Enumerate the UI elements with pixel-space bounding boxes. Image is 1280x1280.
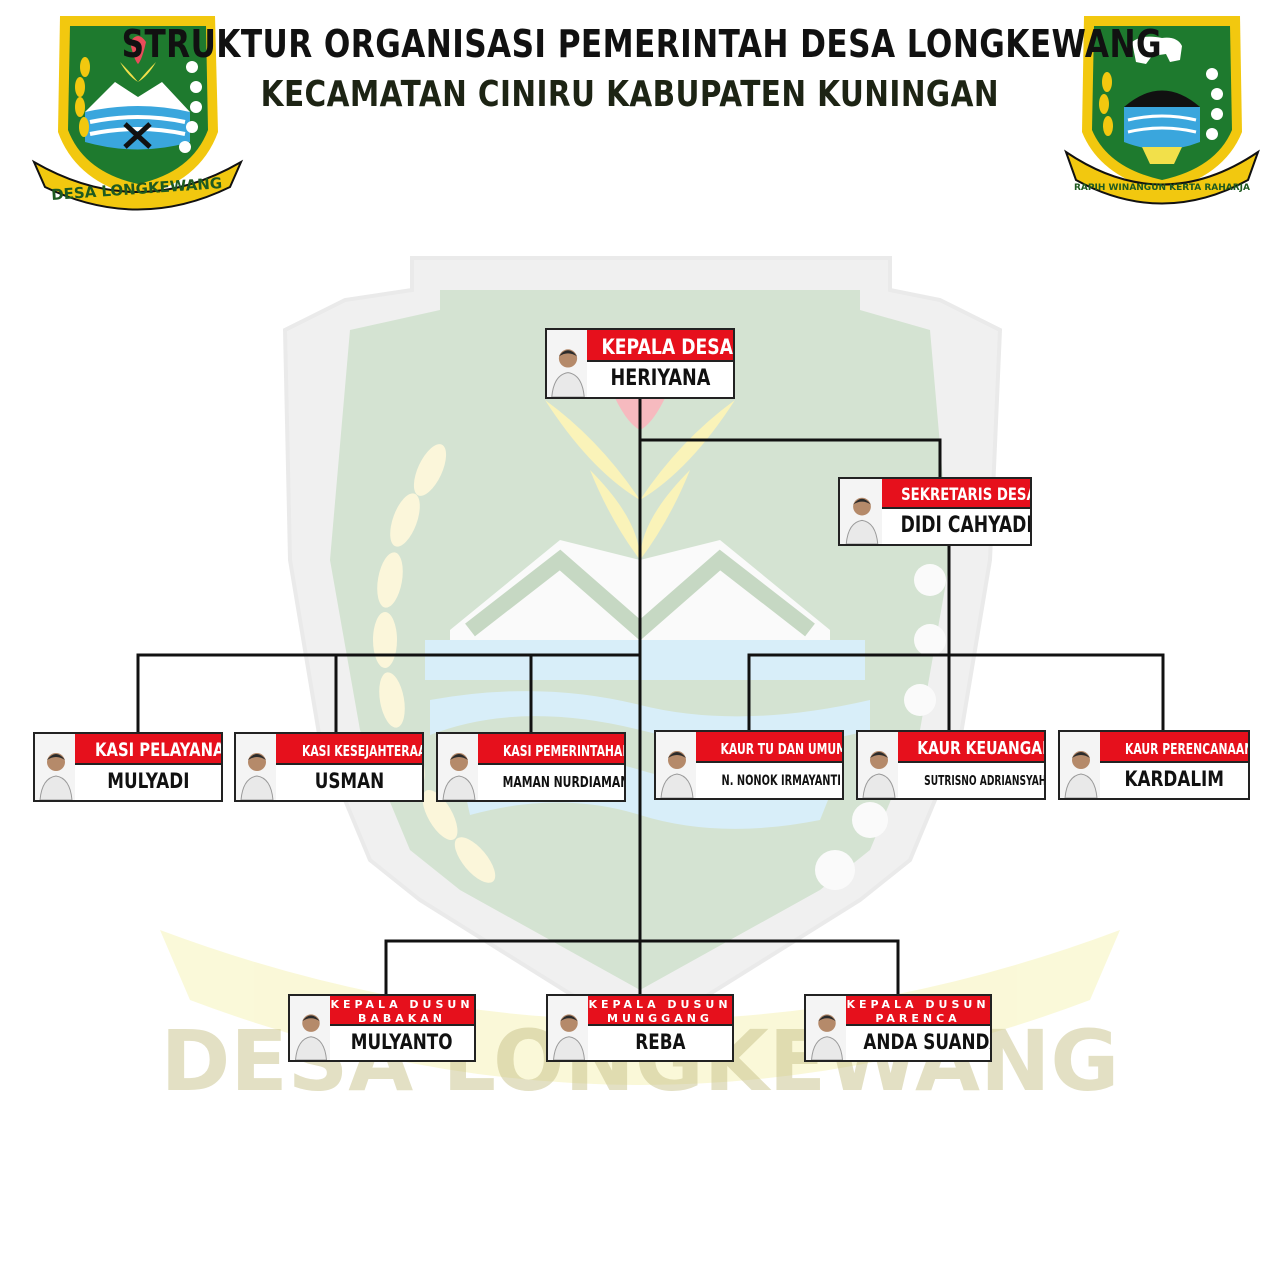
role-label: KEPALA DESA xyxy=(601,335,733,359)
org-card-kepala-desa[interactable]: KEPALA DESA HERIYANA xyxy=(545,328,735,399)
org-card-sekretaris-desa[interactable]: SEKRETARIS DESA DIDI CAHYADI xyxy=(838,477,1032,546)
person-name: REBA xyxy=(634,1030,686,1054)
person-photo-icon xyxy=(547,330,591,397)
person-name: HERIYANA xyxy=(610,366,710,391)
role-label: KAUR PERENCANAAN xyxy=(1124,740,1248,758)
role-location-label: MUNGGANG xyxy=(607,1012,713,1025)
role-label: KASI PELAYANAN xyxy=(95,739,221,761)
org-card-kepala-dusun-munggang[interactable]: KEPALA DUSUN MUNGGANG REBA xyxy=(546,994,734,1062)
org-card-kepala-dusun-babakan[interactable]: KEPALA DUSUN BABAKAN MULYANTO xyxy=(288,994,476,1062)
person-name: SUTRISNO ADRIANSYAH xyxy=(924,774,1044,789)
regency-emblem-icon: RAPIH WINANGUN KERTA RAHARJA xyxy=(1064,16,1260,205)
person-name: ANDA SUANDA xyxy=(863,1030,990,1054)
role-label: SEKRETARIS DESA xyxy=(901,485,1030,505)
person-name: MULYADI xyxy=(106,769,190,793)
org-card-kasi-pelayanan[interactable]: KASI PELAYANAN MULYADI xyxy=(33,732,223,802)
person-photo-icon xyxy=(438,734,482,800)
person-photo-icon xyxy=(236,734,280,800)
person-photo-icon xyxy=(290,996,334,1060)
chart-subtitle: KECAMATAN CINIRU KABUPATEN KUNINGAN xyxy=(260,74,999,115)
role-label: KASI PEMERINTAHAN xyxy=(502,742,624,760)
role-label: KEPALA DUSUN xyxy=(846,998,990,1011)
village-emblem-icon: DESA LONGKEWANG xyxy=(31,16,244,211)
person-name: MAMAN NURDIAMAN xyxy=(502,773,624,791)
person-photo-icon xyxy=(858,732,902,798)
org-card-kasi-kesejahteraan[interactable]: KASI KESEJAHTERAAN USMAN xyxy=(234,732,424,802)
org-card-kaur-tu-dan-umum[interactable]: KAUR TU DAN UMUM N. NONOK IRMAYANTI xyxy=(654,730,844,800)
org-card-kasi-pemerintahan[interactable]: KASI PEMERINTAHAN MAMAN NURDIAMAN xyxy=(436,732,626,802)
role-label: KEPALA DUSUN xyxy=(330,998,474,1011)
role-location-label: PARENCA xyxy=(875,1012,961,1025)
role-label: KAUR KEUANGAN xyxy=(917,738,1044,759)
right-logo-ribbon-text: RAPIH WINANGUN KERTA RAHARJA xyxy=(1074,183,1250,193)
role-location-label: BABAKAN xyxy=(357,1012,447,1025)
person-photo-icon xyxy=(656,732,700,798)
person-name: N. NONOK IRMAYANTI xyxy=(721,773,841,789)
role-label: KAUR TU DAN UMUM xyxy=(720,740,842,758)
person-name: DIDI CAHYADI xyxy=(900,513,1030,538)
org-card-kaur-perencanaan[interactable]: KAUR PERENCANAAN KARDALIM xyxy=(1058,730,1250,800)
person-photo-icon xyxy=(840,479,886,544)
person-photo-icon xyxy=(548,996,592,1060)
person-name: KARDALIM xyxy=(1124,767,1224,791)
chart-title: STRUKTUR ORGANISASI PEMERINTAH DESA LONG… xyxy=(121,22,1162,66)
org-card-kaur-keuangan[interactable]: KAUR KEUANGAN SUTRISNO ADRIANSYAH xyxy=(856,730,1046,800)
person-photo-icon xyxy=(35,734,79,800)
person-name: MULYANTO xyxy=(351,1030,453,1054)
role-label: KASI KESEJAHTERAAN xyxy=(301,742,422,760)
person-name: USMAN xyxy=(314,769,384,793)
role-label: KEPALA DUSUN xyxy=(588,998,732,1011)
person-photo-icon xyxy=(1060,732,1104,798)
org-card-kepala-dusun-parenca[interactable]: KEPALA DUSUN PARENCA ANDA SUANDA xyxy=(804,994,992,1062)
person-photo-icon xyxy=(806,996,850,1060)
